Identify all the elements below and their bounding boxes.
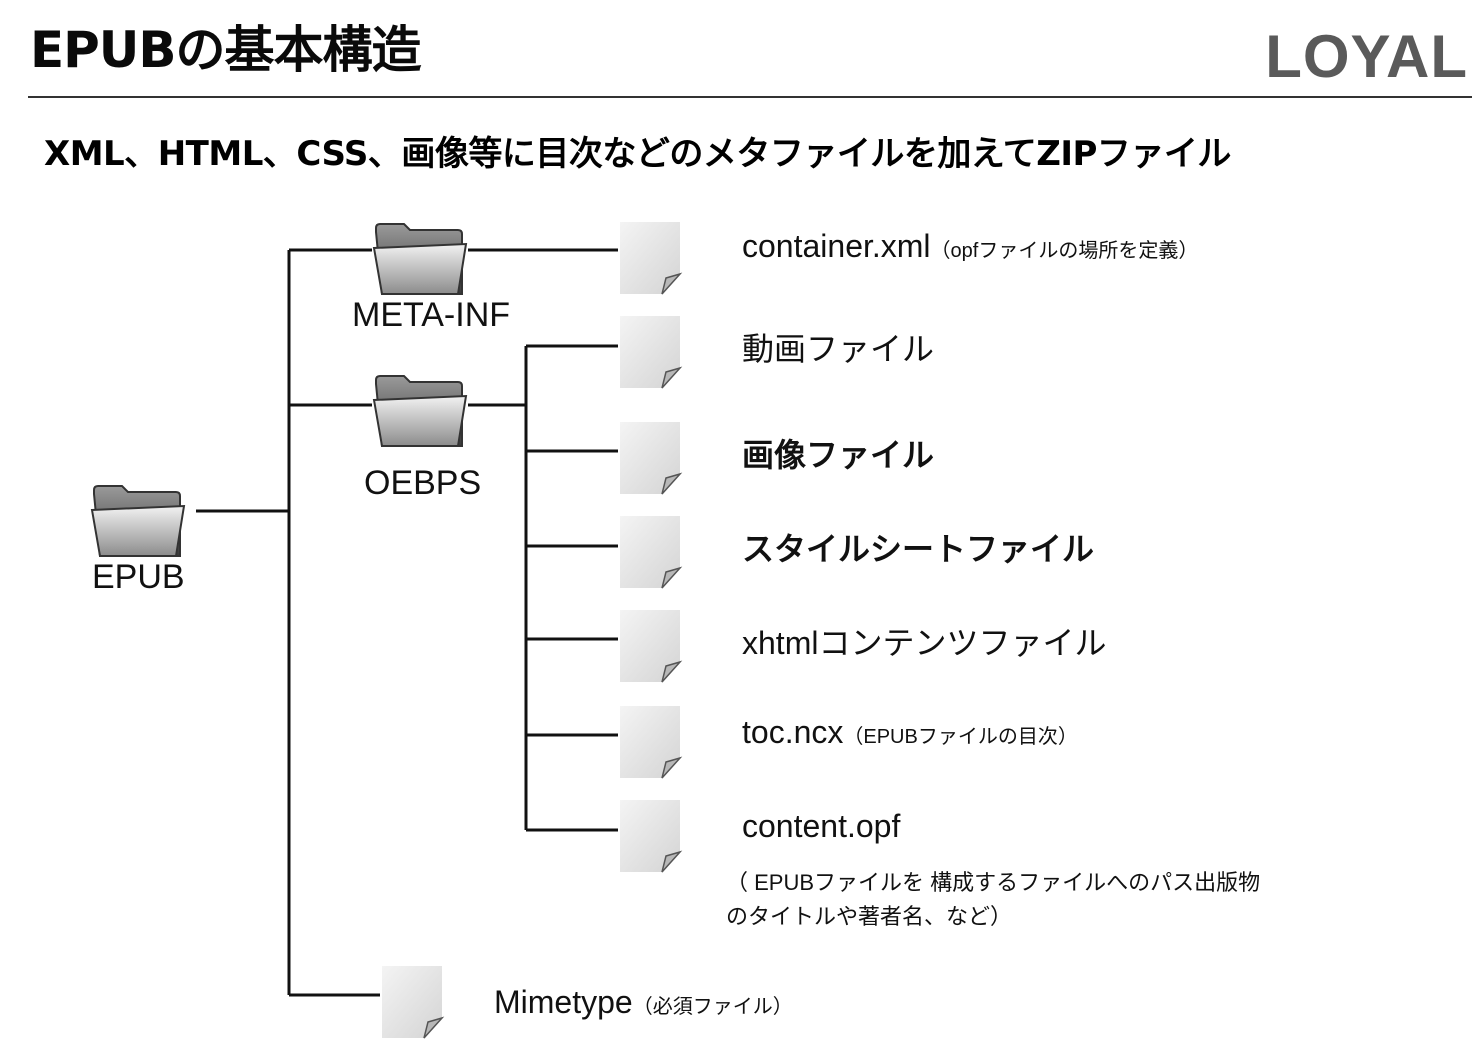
mimetype-item: Mimetype（必須ファイル） [494, 984, 793, 1021]
stylesheet-file-icon [619, 515, 681, 589]
oebps-folder-icon [373, 375, 467, 447]
title-divider [28, 96, 1472, 98]
epub-folder-label: EPUB [92, 558, 185, 596]
content-opf-description: （ EPUBファイルを 構成するファイルへのパス出版物 のタイトルや著者名、など… [726, 866, 1260, 934]
mimetype-note: （必須ファイル） [632, 996, 793, 1018]
toc-ncx-file-icon [619, 705, 681, 779]
image-file-label: 画像ファイル [742, 437, 935, 473]
toc-ncx-label: toc.ncx [742, 714, 844, 750]
xhtml-file-icon [619, 609, 681, 683]
epub-folder-icon [91, 485, 185, 557]
toc-ncx-item: toc.ncx（EPUBファイルの目次） [742, 714, 1078, 751]
mimetype-label: Mimetype [494, 984, 633, 1020]
content-opf-description-line1: （ EPUBファイルを 構成するファイルへのパス出版物 [726, 870, 1261, 895]
meta-inf-folder-icon [373, 223, 467, 295]
video-file-icon [619, 315, 681, 389]
oebps-folder-label: OEBPS [364, 464, 482, 502]
container-xml-note: （opfファイルの場所を定義） [930, 240, 1199, 262]
content-opf-file-icon [619, 799, 681, 873]
content-opf-description-line2: のタイトルや著者名、など） [726, 904, 1013, 929]
video-file-label: 動画ファイル [742, 331, 935, 367]
content-opf-label: content.opf [742, 808, 901, 844]
page-title: EPUBの基本構造 [30, 21, 422, 79]
tree-connectors [196, 248, 618, 997]
container-xml-label: container.xml [742, 228, 931, 264]
toc-ncx-note: （EPUBファイルの目次） [843, 726, 1078, 748]
loyal-logo: LOYAL [1265, 23, 1468, 90]
page-subtitle: XML、HTML、CSS、画像等に目次などのメタファイルを加えてZIPファイル [44, 134, 1231, 174]
container-xml-file-icon [619, 221, 681, 295]
image-file-icon [619, 421, 681, 495]
mimetype-file-icon [381, 965, 443, 1039]
stylesheet-file-label: スタイルシートファイル [742, 531, 1095, 567]
meta-inf-folder-label: META-INF [352, 296, 511, 334]
container-xml-item: container.xml（opfファイルの場所を定義） [742, 228, 1198, 265]
xhtml-file-label: xhtmlコンテンツファイル [742, 625, 1107, 661]
